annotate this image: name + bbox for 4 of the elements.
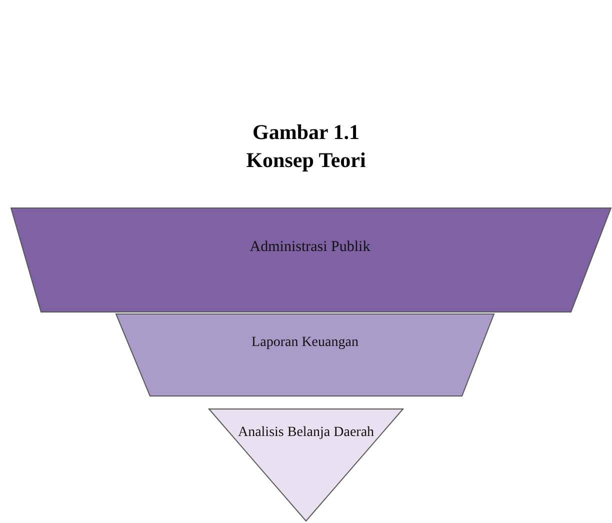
band-label: Administrasi Publik bbox=[248, 238, 372, 257]
figure-title: Gambar 1.1 Konsep Teori bbox=[245, 119, 367, 174]
band-label: Analisis Belanja Daerah bbox=[236, 424, 376, 442]
band-label: Laporan Keuangan bbox=[250, 334, 360, 352]
